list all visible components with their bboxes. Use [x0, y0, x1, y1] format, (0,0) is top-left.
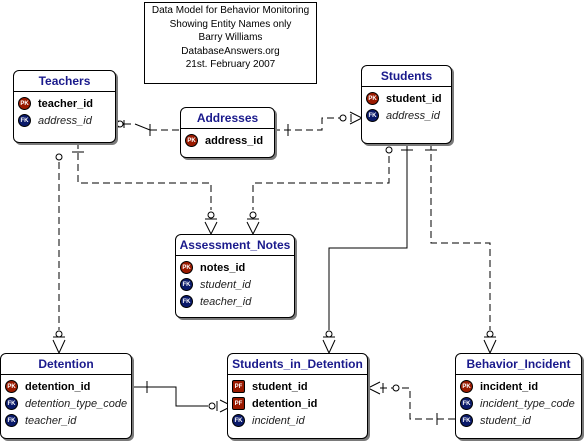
attribute-row: PF detention_id	[228, 395, 367, 412]
attribute-name: incident_type_code	[480, 397, 575, 410]
rel-addresses-students	[273, 117, 340, 131]
foreign-key-icon: FK	[5, 397, 18, 410]
rel-addresses-students-end	[287, 111, 364, 136]
foreign-key-icon: FK	[5, 414, 18, 427]
rel-students-sid-end	[322, 149, 413, 355]
entity-name: Addresses	[181, 108, 274, 129]
rel-students-incident	[430, 143, 491, 330]
rel-students-sid	[328, 143, 408, 330]
foreign-key-icon: FK	[460, 397, 473, 410]
attribute-row: FK student_id	[176, 276, 294, 293]
attribute-row: FK address_id	[362, 107, 451, 124]
title-line: Barry Williams	[198, 32, 263, 43]
rel-incident-sid	[380, 387, 455, 420]
entity-addresses[interactable]: Addresses PK address_id	[180, 107, 275, 158]
attribute-name: teacher_id	[25, 414, 77, 427]
foreign-key-icon: FK	[180, 278, 193, 291]
attribute-row: FK teacher_id	[1, 412, 131, 429]
attribute-name: student_id	[480, 414, 531, 427]
attribute-name: teacher_id	[38, 97, 94, 110]
entity-name: Behavior_Incident	[456, 354, 581, 375]
entity-detention[interactable]: Detention PK detention_id FK detention_t…	[0, 353, 132, 439]
attribute-row: PK detention_id	[1, 378, 131, 395]
attribute-row: FK detention_type_code	[1, 395, 131, 412]
entity-name: Teachers	[14, 71, 115, 92]
primary-key-icon: PK	[18, 97, 31, 110]
primary-key-icon: PK	[366, 92, 379, 105]
primary-key-icon: PK	[180, 261, 193, 274]
rel-teachers-assessment	[77, 142, 212, 210]
entity-name: Detention	[1, 354, 131, 375]
attribute-row: PF student_id	[228, 378, 367, 395]
attribute-name: detention_id	[25, 380, 91, 393]
attribute-row: PK address_id	[181, 132, 274, 149]
title-line: DatabaseAnswers.org	[181, 45, 280, 57]
primary-key-icon: PK	[460, 380, 473, 393]
rel-teachers-detention-end	[52, 336, 66, 355]
attribute-row: FK address_id	[14, 112, 115, 129]
rel-incident-sid-end	[366, 381, 438, 425]
rel-detention-sid-end	[146, 381, 234, 413]
attribute-row: FK incident_type_code	[456, 395, 581, 412]
rel-teachers-addresses-end	[111, 117, 151, 136]
foreign-key-icon: FK	[18, 114, 31, 127]
attribute-row: PK incident_id	[456, 378, 581, 395]
attribute-row: FK incident_id	[228, 412, 367, 429]
attribute-row: FK student_id	[456, 412, 581, 429]
entity-students[interactable]: Students PK student_id FK address_id	[361, 65, 452, 144]
attribute-name: detention_type_code	[25, 397, 128, 410]
title-line: 21st. February 2007	[185, 59, 276, 70]
rel-teachers-assessment-end	[72, 151, 218, 236]
primary-foreign-key-icon: PF	[232, 397, 245, 410]
attribute-row: PK teacher_id	[14, 95, 115, 112]
attribute-name: detention_id	[252, 397, 318, 410]
rel-students-assessment	[252, 156, 390, 210]
attribute-row: FK teacher_id	[176, 293, 294, 310]
rel-students-incident-end	[425, 149, 497, 355]
entity-name: Students	[362, 66, 451, 87]
foreign-key-icon: FK	[180, 295, 193, 308]
entity-behavior-incident[interactable]: Behavior_Incident PK incident_id FK inci…	[455, 353, 582, 439]
primary-foreign-key-icon: PF	[232, 380, 245, 393]
attribute-name: address_id	[386, 109, 440, 122]
attribute-name: address_id	[38, 114, 92, 127]
foreign-key-icon: FK	[460, 414, 473, 427]
attribute-name: incident_id	[480, 380, 539, 393]
rel-students-assessment-end	[246, 218, 260, 236]
title-line: Showing Entity Names only	[169, 18, 292, 30]
title-line: Data Model for Behavior Monitoring	[151, 5, 310, 16]
foreign-key-icon: FK	[232, 414, 245, 427]
entity-teachers[interactable]: Teachers PK teacher_id FK address_id	[13, 70, 116, 143]
rel-teachers-addresses	[124, 123, 182, 131]
attribute-row: PK student_id	[362, 90, 451, 107]
entity-name: Students_in_Detention	[228, 354, 367, 375]
primary-key-icon: PK	[5, 380, 18, 393]
attribute-name: incident_id	[252, 414, 305, 427]
diagram-title-box: Data Model for Behavior Monitoring Showi…	[144, 2, 317, 84]
attribute-row: PK notes_id	[176, 259, 294, 276]
attribute-name: teacher_id	[200, 295, 252, 308]
attribute-name: address_id	[205, 134, 264, 147]
entity-name: Assessment_Notes	[176, 235, 294, 256]
rel-detention-sid	[131, 386, 208, 407]
foreign-key-icon: FK	[366, 109, 379, 122]
attribute-name: student_id	[200, 278, 251, 291]
attribute-name: student_id	[386, 92, 442, 105]
entity-assessment-notes[interactable]: Assessment_Notes PK notes_id FK student_…	[175, 234, 295, 318]
attribute-name: notes_id	[200, 261, 246, 274]
attribute-name: student_id	[252, 380, 308, 393]
entity-students-in-detention[interactable]: Students_in_Detention PF student_id PF d…	[227, 353, 368, 439]
primary-key-icon: PK	[185, 134, 198, 147]
